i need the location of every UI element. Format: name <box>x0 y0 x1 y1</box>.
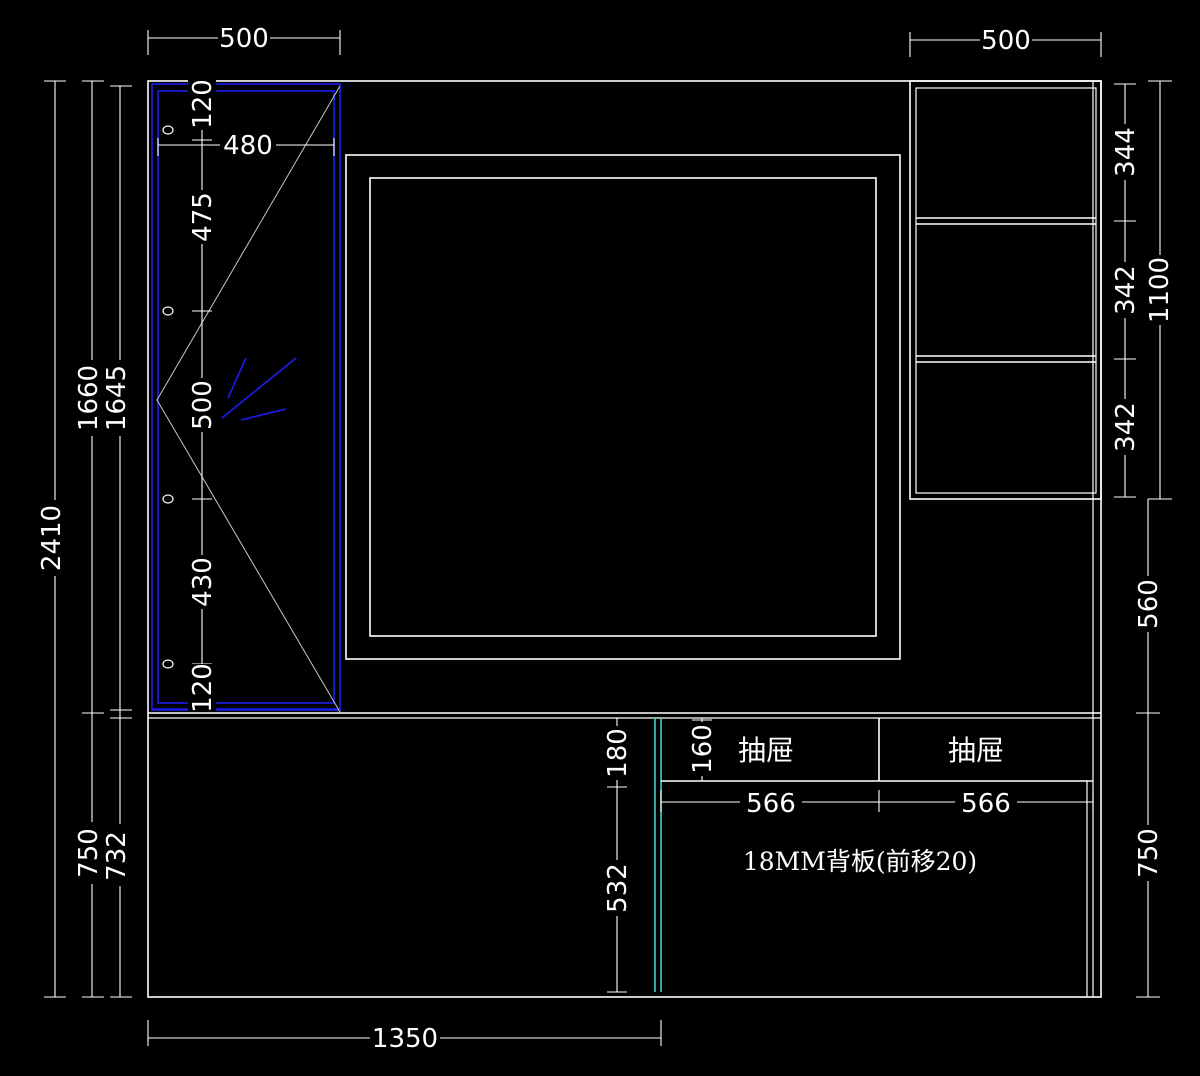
dim-drawer-width-2: 566 <box>961 789 1011 819</box>
dim-left-seg-1: 120 <box>188 79 218 129</box>
dim-bottom-width: 1350 <box>372 1024 438 1054</box>
dimension-texts: 500 500 480 1350 566 566 2410 1660 750 1… <box>37 24 1175 1054</box>
dim-top-right-width: 500 <box>981 26 1031 56</box>
dim-shelf-1: 344 <box>1111 127 1141 177</box>
dim-left-seg-3: 500 <box>188 380 218 430</box>
dim-shelf-2: 342 <box>1111 265 1141 315</box>
dim-total-height: 2410 <box>37 505 67 571</box>
dim-right-lower: 750 <box>1134 828 1164 878</box>
back-panel-note: 18MM背板(前移20) <box>743 847 977 876</box>
dim-left-seg-4: 430 <box>188 557 218 607</box>
dim-drawer-width-1: 566 <box>746 789 796 819</box>
dim-drawer-height: 160 <box>688 724 718 774</box>
dim-left-seg-2: 475 <box>188 192 218 242</box>
dim-shelf-3: 342 <box>1111 402 1141 452</box>
dim-left-inner-width: 480 <box>223 131 273 161</box>
dim-middle-top: 180 <box>603 728 633 778</box>
left-column <box>151 83 341 713</box>
lower-cabinet <box>654 718 1093 997</box>
dim-upper-height: 1660 <box>74 365 104 431</box>
right-shelf-unit <box>909 80 1102 500</box>
dim-top-left-width: 500 <box>219 24 269 54</box>
cabinet-outline <box>147 80 1102 998</box>
drawing-labels: 抽屉 抽屉 18MM背板(前移20) <box>738 734 1004 876</box>
dim-right-gap: 560 <box>1134 579 1164 629</box>
dim-upper-inner-height: 1645 <box>102 365 132 431</box>
dim-middle-bottom: 532 <box>603 863 633 913</box>
dim-shelf-total: 1100 <box>1145 257 1175 323</box>
dim-left-seg-5: 120 <box>188 663 218 713</box>
center-panel <box>345 154 901 660</box>
drawer-label-2: 抽屉 <box>948 734 1004 767</box>
dim-lower-height: 750 <box>74 828 104 878</box>
dim-lower-inner-height: 732 <box>102 831 132 881</box>
drawer-label-1: 抽屉 <box>738 734 794 767</box>
